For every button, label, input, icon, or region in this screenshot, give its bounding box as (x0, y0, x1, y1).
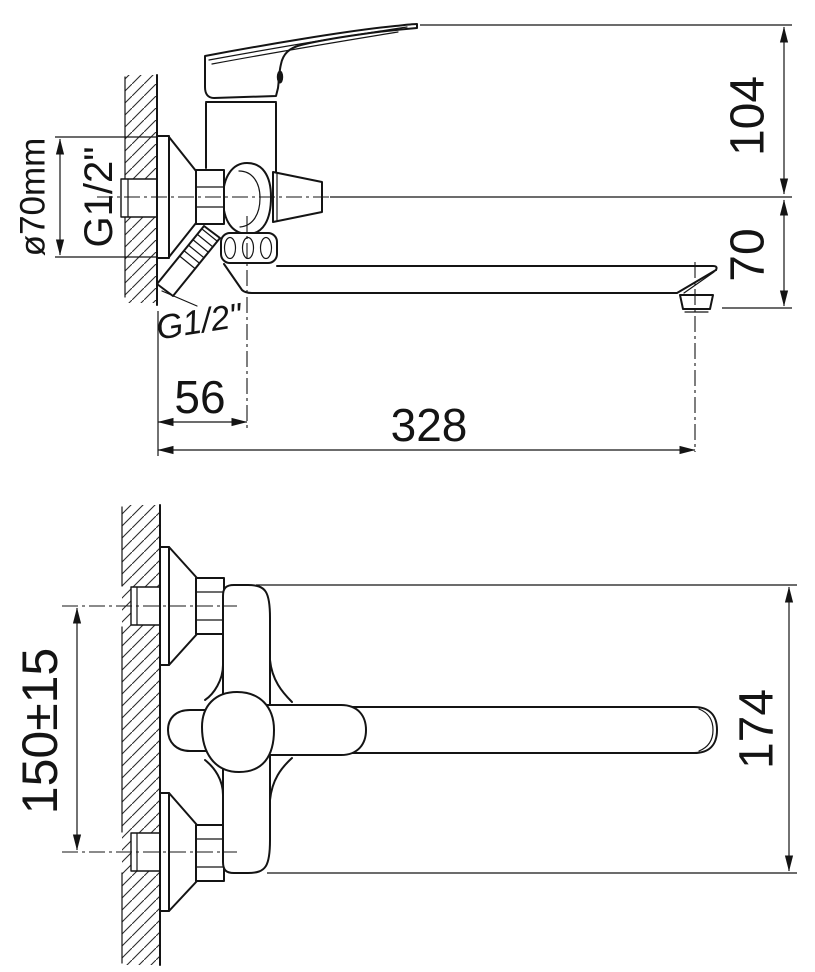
dimension-174: 174 (256, 584, 797, 874)
dim-label-70: 70 (722, 228, 775, 281)
aerator (679, 294, 714, 313)
dim-label-328: 328 (391, 399, 468, 451)
side-view: 104 70 ø70mm G1/2" G1/2" 56 328 (14, 23, 792, 456)
dimension-56-328: 56 328 (157, 311, 696, 456)
faucet-body-column (205, 101, 277, 173)
dim-label-150: 150±15 (12, 648, 68, 814)
spout-collar (220, 232, 278, 264)
dim-label-56: 56 (174, 371, 225, 423)
handle-front (167, 691, 367, 773)
dimension-flange-diameter: ø70mm G1/2" (14, 136, 157, 258)
spout (223, 263, 718, 313)
dimension-104-70: 104 70 (330, 24, 792, 309)
wall-section-front (121, 504, 161, 966)
front-view: 150±15 174 (12, 504, 797, 966)
handle-indicator-dot (276, 70, 284, 84)
dim-label-inlet-thread: G1/2" (77, 147, 121, 248)
dimension-shower-thread: G1/2" (154, 296, 247, 347)
dim-label-174: 174 (731, 689, 784, 769)
dim-label-flange-diameter: ø70mm (14, 138, 53, 257)
dim-label-104: 104 (722, 76, 775, 156)
shower-outlet (156, 225, 221, 307)
spout-front (262, 706, 718, 754)
inlet-pipe (120, 178, 158, 218)
dim-label-shower-thread: G1/2" (154, 296, 247, 347)
handle-lever (204, 23, 418, 99)
dimension-150: 150±15 (12, 607, 82, 851)
